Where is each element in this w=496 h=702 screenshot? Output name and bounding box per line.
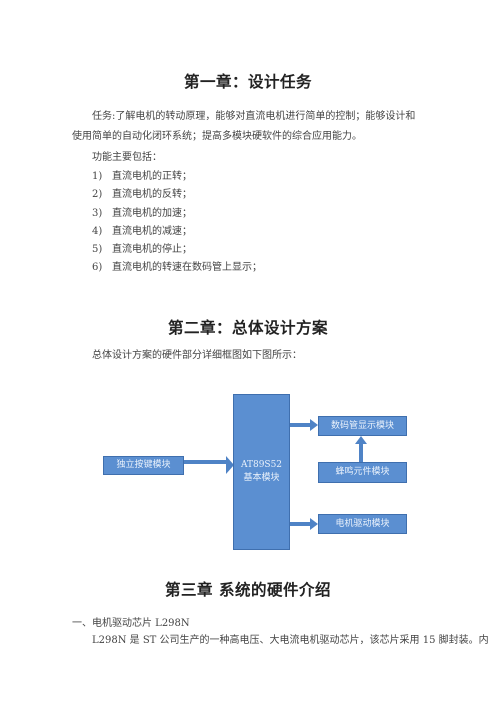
list-item: 3)直流电机的加速；	[92, 207, 192, 219]
arrow-buzzer-to-display	[355, 436, 367, 462]
task-line-2: 使用简单的自动化闭环系统；提高多模块硬软件的综合应用能力。	[72, 131, 362, 142]
list-item: 4)直流电机的减速；	[92, 225, 192, 237]
chapter1-title: 第一章：设计任务	[183, 73, 312, 91]
motor-module-box: 电机驱动模块	[318, 514, 407, 534]
mcu-module-line2: 基本模块	[243, 473, 280, 483]
buzzer-module-box: 蜂鸣元件模块	[318, 462, 407, 483]
task-line-1: 任务:了解电机的转动原理，能够对直流电机进行简单的控制；能够设计和	[92, 111, 416, 122]
chapter2-title: 第二章：总体设计方案	[167, 319, 328, 337]
chapter2-intro: 总体设计方案的硬件部分详细框图如下图所示：	[92, 350, 302, 361]
mcu-module-box: AT89S52 基本模块	[233, 394, 290, 550]
chapter3-title: 第三章 系统的硬件介绍	[165, 581, 331, 599]
list-item: 1)直流电机的正转；	[92, 171, 192, 182]
arrow-mcu-to-display	[290, 419, 318, 431]
list-item: 5)直流电机的停止；	[92, 244, 192, 256]
section1-heading: 一、电机驱动芯片 L298N	[72, 618, 190, 629]
arrow-mcu-to-motor	[290, 518, 318, 530]
arrow-key-to-mcu	[184, 456, 234, 474]
features-list: 1)直流电机的正转； 2)直流电机的反转； 3)直流电机的加速； 4)直流电机的…	[92, 168, 262, 278]
list-item: 2)直流电机的反转；	[92, 189, 192, 201]
key-module-box: 独立按键模块	[103, 456, 184, 475]
features-label: 功能主要包括：	[92, 152, 162, 163]
display-module-box: 数码管显示模块	[318, 416, 407, 436]
list-item: 6)直流电机的转速在数码管上显示；	[92, 262, 262, 274]
mcu-module-line1: AT89S52	[240, 460, 283, 470]
section1-text: L298N 是 ST 公司生产的一种高电压、大电流电机驱动芯片，该芯片采用 15…	[92, 635, 489, 646]
